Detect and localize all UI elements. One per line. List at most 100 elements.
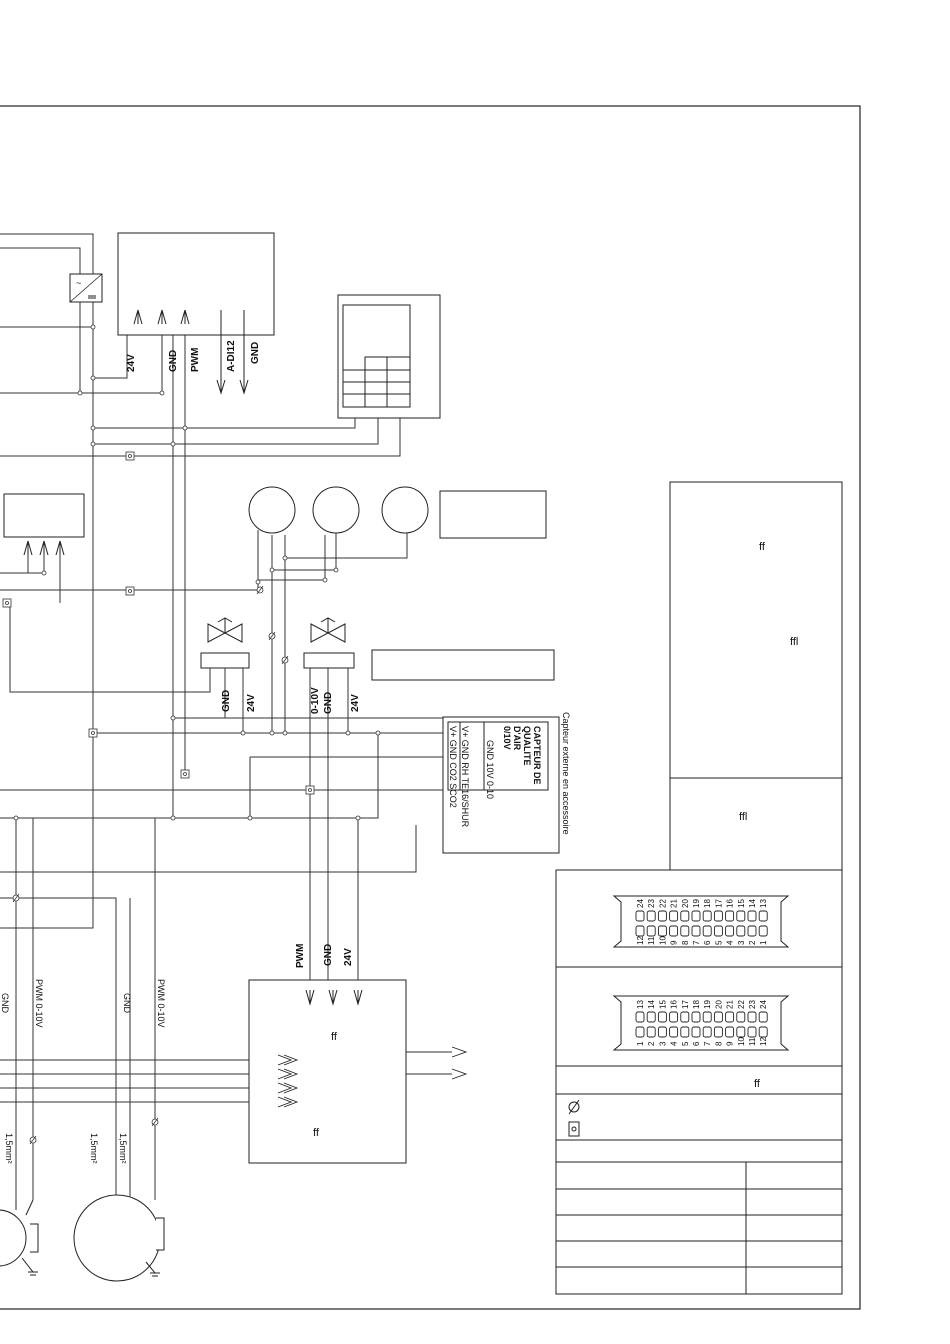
connector-top-pin-number: 6 bbox=[703, 940, 712, 945]
connector-bottom-pin-number: 20 bbox=[714, 1000, 723, 1009]
bottom-mark-top: ff bbox=[331, 1031, 338, 1043]
connector-bottom-pin-number: 8 bbox=[714, 1041, 723, 1046]
top-pin-24v: 24V bbox=[126, 354, 137, 372]
connector-top-pin bbox=[736, 910, 746, 922]
valve2-24v-label: 24V bbox=[350, 694, 361, 712]
connector-top-pin bbox=[657, 910, 667, 922]
connector-bottom-pin bbox=[635, 1011, 645, 1023]
connector-top-pin bbox=[747, 910, 757, 922]
connector-bottom-pin-number: 21 bbox=[726, 1000, 735, 1009]
connector-top-pin bbox=[713, 925, 723, 937]
connector-top-pin-number: 21 bbox=[670, 899, 679, 908]
connector-bottom-pin-number: 22 bbox=[737, 1000, 746, 1009]
connector-bottom-pin bbox=[657, 1011, 667, 1023]
connector-bottom-pin bbox=[691, 1026, 701, 1038]
connector-top-pin-number: 5 bbox=[714, 940, 723, 945]
air-quality-sensor: CAPTEUR DE QUALITE D'AIR 0/10V GND 10V 0… bbox=[442, 712, 571, 854]
connector-bottom-pin bbox=[646, 1026, 656, 1038]
cable-size-1: 1,5mm² bbox=[4, 1133, 14, 1164]
connector-bottom-pin bbox=[646, 1011, 656, 1023]
bottom-pin-24v: 24V bbox=[343, 948, 354, 966]
connector-top-pin-number: 12 bbox=[636, 936, 645, 945]
connector-bottom-pin bbox=[691, 1011, 701, 1023]
connector-top-pin-number: 11 bbox=[647, 936, 656, 945]
panel-mark-1: ff bbox=[759, 541, 766, 553]
sensor-title-4: 0/10V bbox=[502, 726, 512, 750]
connector-bottom-pin-number: 11 bbox=[748, 1037, 757, 1046]
connector-top-pin-number: 10 bbox=[658, 936, 667, 945]
connector-bottom-pin-number: 16 bbox=[670, 1000, 679, 1009]
connector-bottom-pin-number: 4 bbox=[670, 1041, 679, 1046]
connector-top-pin-number: 14 bbox=[748, 899, 757, 908]
connector-bottom-pin bbox=[702, 1011, 712, 1023]
bottom-mark-bottom: ff bbox=[313, 1127, 320, 1139]
bottom-module: PWM GND 24V ff ff bbox=[248, 944, 468, 1164]
connector-top-pin-number: 23 bbox=[647, 899, 656, 908]
connector-bottom-pin-number: 5 bbox=[681, 1041, 690, 1046]
connector-bottom-pin bbox=[747, 1011, 757, 1023]
connector-bottom-pin bbox=[758, 1011, 768, 1023]
connector-bottom-pin-number: 13 bbox=[636, 1000, 645, 1009]
connector-top-pin bbox=[758, 925, 768, 937]
connector-bottom-pin bbox=[736, 1026, 746, 1038]
connector-bottom-pin-number: 6 bbox=[692, 1041, 701, 1046]
connector-top-pin bbox=[725, 910, 735, 922]
fan-motors bbox=[0, 1194, 165, 1282]
sensor-title-3: D'AIR bbox=[512, 726, 522, 751]
connector-top-pin bbox=[702, 925, 712, 937]
connector-top-pin-number: 4 bbox=[726, 940, 735, 945]
connector-top-pin-number: 17 bbox=[714, 899, 723, 908]
top-pin-gnd2: GND bbox=[250, 342, 261, 364]
valve-2 bbox=[303, 617, 355, 669]
connector-top-pin bbox=[725, 925, 735, 937]
connector-bottom-pin-number: 14 bbox=[647, 1000, 656, 1009]
connector-top-pin bbox=[669, 925, 679, 937]
connector-top-pin-number: 20 bbox=[681, 899, 690, 908]
valve1-24v-label: 24V bbox=[246, 694, 257, 712]
connector-top-pin-number: 9 bbox=[670, 940, 679, 945]
left-sensor-box bbox=[3, 493, 85, 556]
cable-size-3: 1,5mm² bbox=[118, 1133, 128, 1164]
cable-markers bbox=[2, 451, 315, 1145]
sensor-title-2: QUALITE bbox=[522, 726, 532, 766]
valve2-010v-label: 0-10V bbox=[310, 687, 321, 714]
connector-bottom-pin bbox=[657, 1026, 667, 1038]
connector-top-pin bbox=[713, 910, 723, 922]
right-panel bbox=[555, 481, 843, 1295]
valve1-gnd-label: GND bbox=[221, 690, 232, 712]
connector-top-pin-number: 24 bbox=[636, 899, 645, 908]
panel-mark-4: ff bbox=[754, 1078, 761, 1090]
sensor-row-2: V+ GND RH TE16/SHUR bbox=[460, 726, 470, 828]
connector-bottom-pin bbox=[725, 1011, 735, 1023]
top-pin-gnd: GND bbox=[168, 350, 179, 372]
connector-bottom-pin-number: 23 bbox=[748, 1000, 757, 1009]
fan-pwm-left: PWM 0-10V bbox=[34, 979, 44, 1028]
connector-top-pin bbox=[736, 925, 746, 937]
connector-bottom-pin bbox=[680, 1011, 690, 1023]
connector-bottom-pin bbox=[635, 1026, 645, 1038]
connector-top-pin-number: 19 bbox=[692, 899, 701, 908]
connector-bottom-pin-number: 9 bbox=[726, 1041, 735, 1046]
connector-top-pin-number: 16 bbox=[726, 899, 735, 908]
connector-bottom-pin-number: 2 bbox=[647, 1041, 656, 1046]
connector-bottom-pin-number: 10 bbox=[737, 1037, 746, 1046]
bottom-pin-gnd: GND bbox=[323, 944, 334, 966]
connector-top-pin-number: 2 bbox=[748, 940, 757, 945]
top-pin-pwm: PWM bbox=[190, 348, 201, 372]
connector-bottom-pin bbox=[702, 1026, 712, 1038]
sensor-circles bbox=[248, 486, 547, 539]
connector-top-pin bbox=[646, 925, 656, 937]
connector-bottom-pin-number: 17 bbox=[681, 1000, 690, 1009]
valve-1 bbox=[200, 617, 250, 669]
connector-top-pin bbox=[635, 925, 645, 937]
connector-bottom-pin-number: 18 bbox=[692, 1000, 701, 1009]
connector-top-pin bbox=[669, 910, 679, 922]
connector-top-pin bbox=[691, 910, 701, 922]
connector-bottom-pin bbox=[669, 1026, 679, 1038]
connector-top-pin bbox=[657, 925, 667, 937]
connector-bottom-pin bbox=[725, 1026, 735, 1038]
connector-top-pin bbox=[635, 910, 645, 922]
connector-bottom-pin-number: 24 bbox=[759, 1000, 768, 1009]
